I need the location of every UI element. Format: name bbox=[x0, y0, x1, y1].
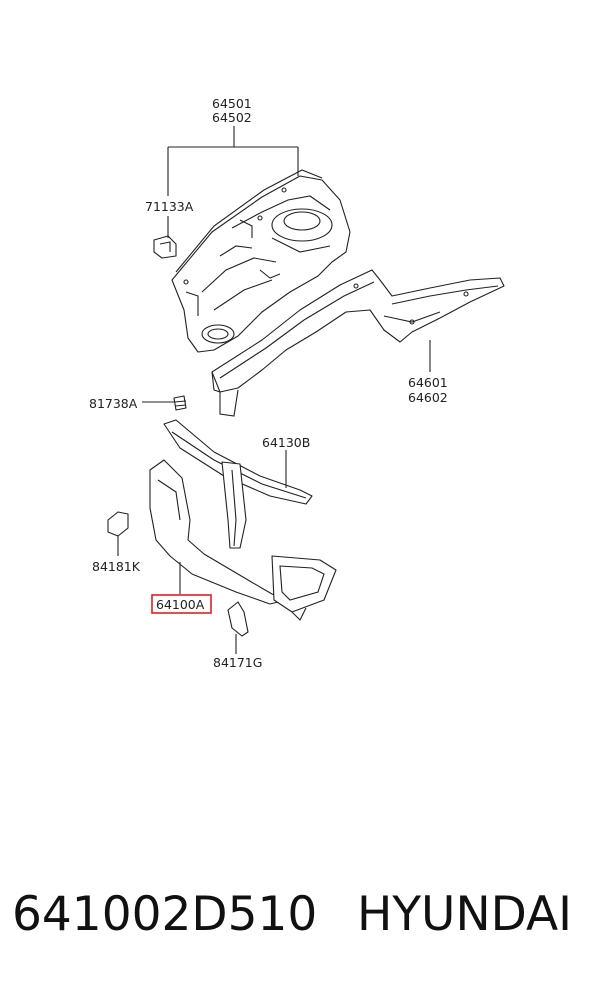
label-64100A: 64100A bbox=[156, 597, 205, 612]
label-64130B: 64130B bbox=[262, 435, 310, 450]
label-84181K: 84181K bbox=[92, 559, 141, 574]
brand-name: HYUNDAI bbox=[357, 887, 572, 942]
label-81738A: 81738A bbox=[89, 396, 138, 411]
side-rail-assembly bbox=[211, 269, 505, 417]
bracket-71133A bbox=[153, 235, 177, 259]
part-number: 641002D510 bbox=[12, 887, 318, 942]
label-64502: 64502 bbox=[212, 110, 252, 125]
upper-support-64130B bbox=[163, 419, 313, 549]
label-64501: 64501 bbox=[212, 96, 252, 111]
pad-84171G bbox=[227, 601, 249, 637]
leader-lines bbox=[117, 126, 431, 654]
label-71133A: 71133A bbox=[145, 199, 194, 214]
highlight-box-64100A bbox=[151, 594, 212, 614]
label-84171G: 84171G bbox=[213, 655, 262, 670]
front-side-member-assembly bbox=[171, 169, 351, 353]
front-panel-carrier-64100A bbox=[149, 459, 337, 621]
label-64601: 64601 bbox=[408, 375, 448, 390]
label-64602: 64602 bbox=[408, 390, 448, 405]
pad-84181K bbox=[107, 511, 129, 537]
bumper-stopper-81738A bbox=[173, 395, 187, 411]
